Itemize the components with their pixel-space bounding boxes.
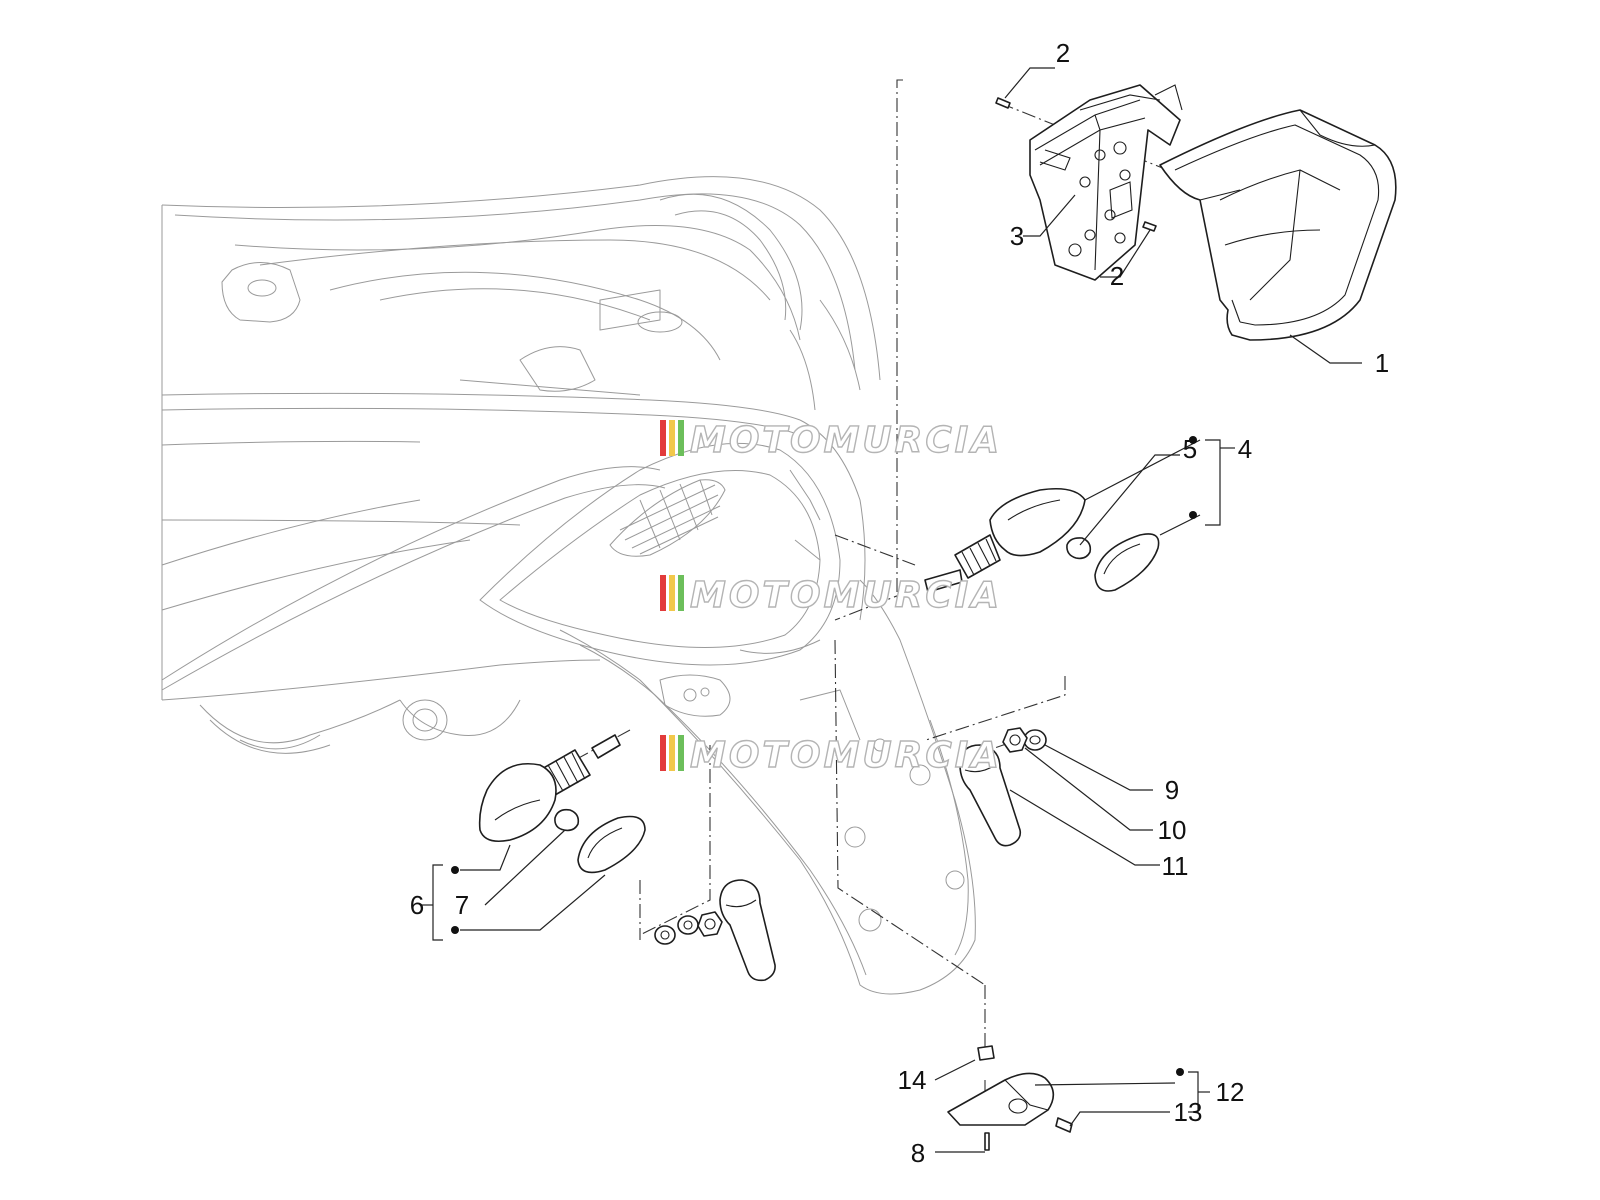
- watermark-stripe-green: [678, 420, 684, 456]
- callout-2-top: 2: [1056, 38, 1070, 68]
- callout-14: 14: [898, 1065, 927, 1095]
- turn-signal-lens-left: [577, 815, 646, 874]
- callout-7: 7: [455, 890, 469, 920]
- callout-11: 11: [1162, 851, 1189, 881]
- scooter-rear-body: [161, 176, 976, 995]
- watermark-stripe-green: [678, 575, 684, 611]
- callout-3: 3: [1010, 221, 1024, 251]
- turn-signal-left: [478, 734, 621, 843]
- watermark-top: MOTOMURCIA: [660, 419, 1002, 462]
- callout-1: 1: [1375, 348, 1389, 378]
- callout-12: 12: [1216, 1077, 1245, 1107]
- part-14-clip: [977, 1045, 995, 1061]
- watermark-text: MOTOMURCIA: [690, 735, 1002, 776]
- watermark-stripe-red: [660, 575, 666, 611]
- watermark-bottom: MOTOMURCIA: [660, 734, 1002, 777]
- watermark-text: MOTOMURCIA: [690, 575, 1002, 616]
- watermark-stripe-yellow: [669, 420, 675, 456]
- watermark-middle: MOTOMURCIA: [660, 574, 1002, 617]
- part-3-bracket: [1029, 84, 1183, 281]
- turn-signal-right: [924, 487, 1086, 593]
- part-2-screw-top: [995, 97, 1011, 109]
- part-12-plate-light: [947, 1072, 1055, 1126]
- part-5-bulb: [1066, 537, 1092, 560]
- watermark-stripe-red: [660, 735, 666, 771]
- part-1-side-cover: [1159, 109, 1397, 341]
- callout-6: 6: [410, 890, 424, 920]
- watermark-stripe-yellow: [669, 575, 675, 611]
- callout-labels: 1 2 2 3 4 5 6 7 8 9 10 11 12 13 14: [410, 38, 1389, 1168]
- part-11-rubber-boot: [959, 744, 1022, 847]
- callout-5: 5: [1183, 434, 1197, 464]
- part-13-bulb: [1055, 1117, 1073, 1133]
- callout-2-bottom: 2: [1110, 261, 1124, 291]
- watermark-stripe-yellow: [669, 735, 675, 771]
- callout-9: 9: [1165, 775, 1179, 805]
- callout-13: 13: [1174, 1097, 1203, 1127]
- part-10-nut: [1002, 727, 1028, 753]
- part-8-screw: [984, 1132, 990, 1151]
- left-washer-set: [654, 911, 723, 945]
- part-7-bulb: [554, 808, 580, 832]
- watermark-stripe-green: [678, 735, 684, 771]
- callout-8: 8: [911, 1138, 925, 1168]
- callout-4: 4: [1238, 434, 1252, 464]
- watermark-stripe-red: [660, 420, 666, 456]
- tail-light-grille: [619, 479, 721, 555]
- watermark-text: MOTOMURCIA: [690, 420, 1002, 461]
- callout-10: 10: [1158, 815, 1187, 845]
- turn-signal-lens-right: [1094, 533, 1160, 592]
- part-2-screw-bottom: [1142, 221, 1157, 232]
- part-9-washer: [1023, 729, 1047, 751]
- left-rubber-boot: [719, 879, 776, 982]
- leader-lines: [420, 67, 1362, 1153]
